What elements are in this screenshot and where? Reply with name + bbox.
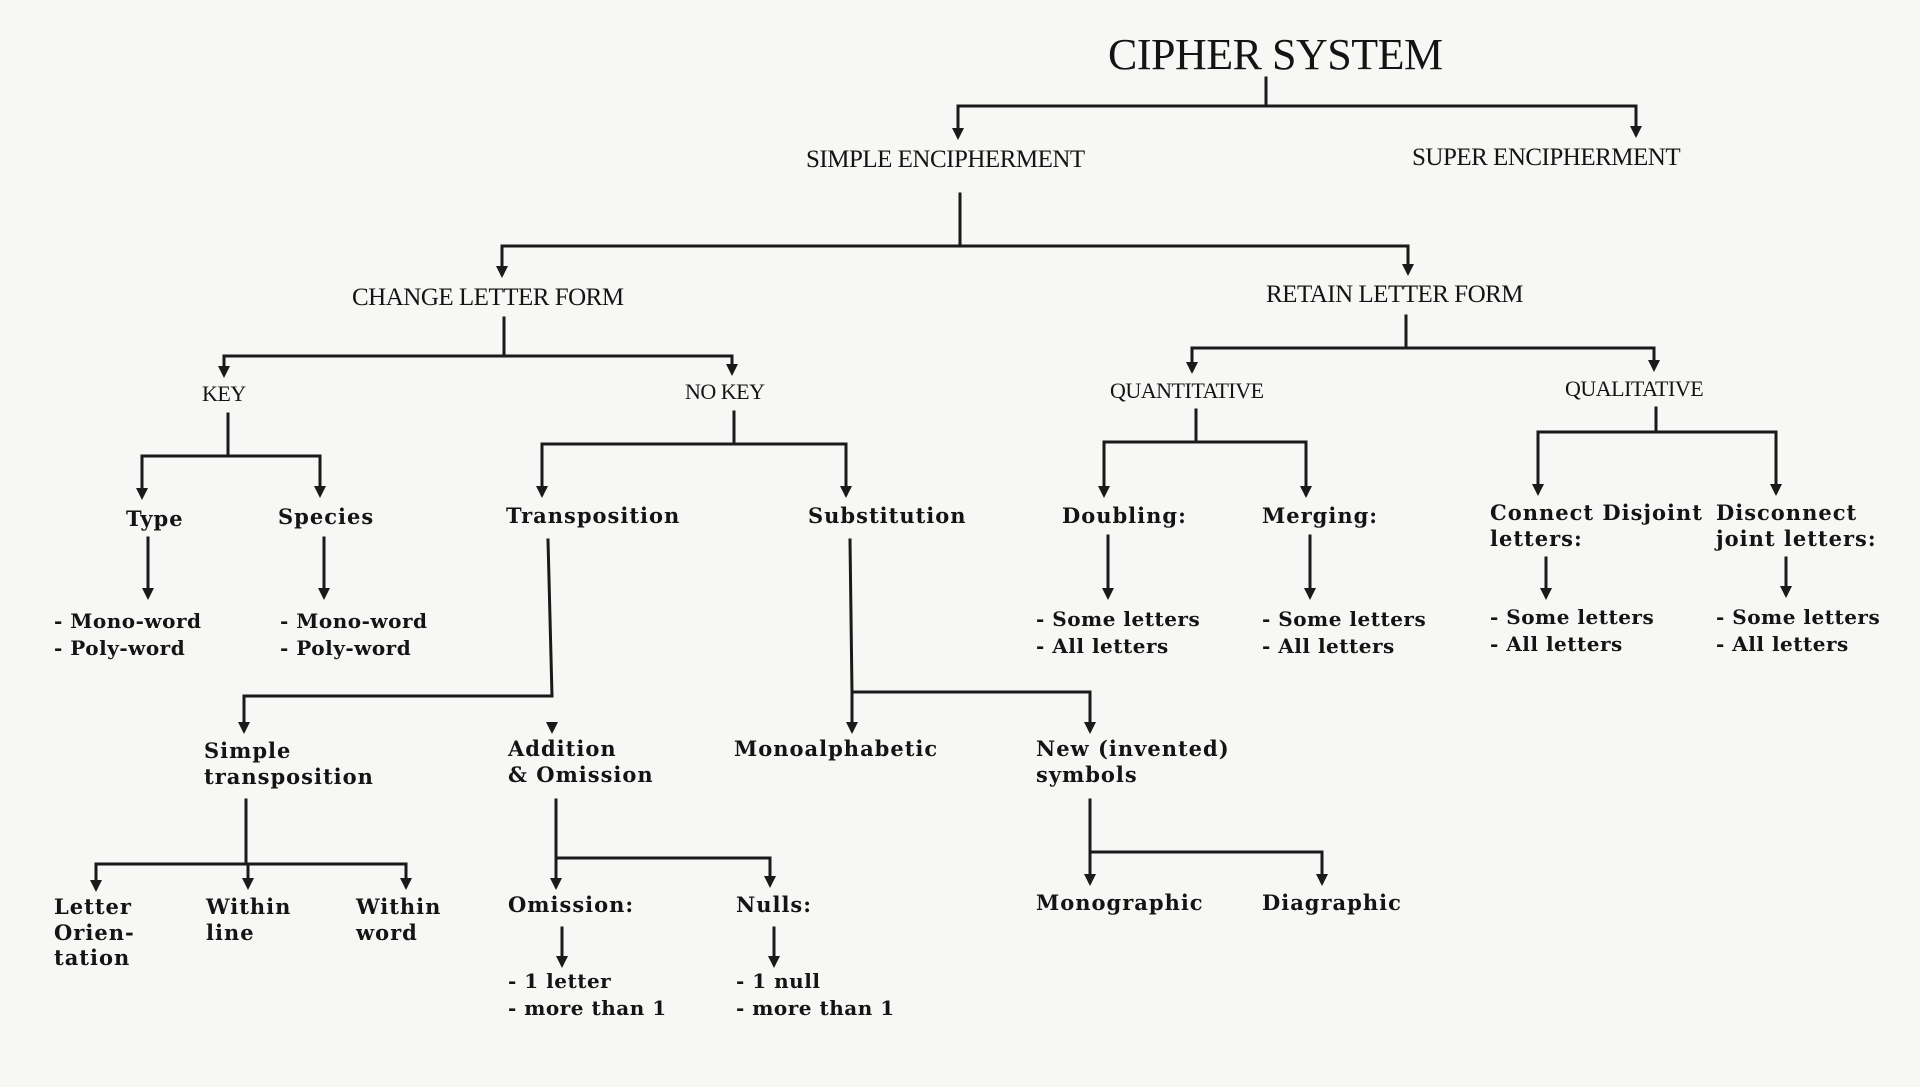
single-arrow bbox=[142, 588, 154, 600]
node-transposition: Transposition bbox=[506, 503, 681, 528]
branch-arrow bbox=[238, 722, 250, 734]
branch-arrow bbox=[840, 486, 852, 498]
branch-arrow bbox=[1098, 486, 1110, 498]
list-connect-items: - Some letters - All letters bbox=[1490, 605, 1655, 656]
node-new-invented-symbols: New (invented) symbols bbox=[1036, 736, 1230, 787]
single-arrow bbox=[1304, 588, 1316, 600]
list-nulls-items: - 1 null - more than 1 bbox=[736, 969, 895, 1020]
node-merging: Merging: bbox=[1262, 503, 1379, 528]
node-cipher-system: CIPHER SYSTEM bbox=[1108, 30, 1443, 79]
node-within-word: Within word bbox=[356, 894, 442, 945]
branch-arrow bbox=[550, 878, 562, 890]
branch-arrow bbox=[314, 486, 326, 498]
node-change-letter-form: CHANGE LETTER FORM bbox=[352, 284, 624, 311]
list-species-items: - Mono-word - Poly-word bbox=[280, 609, 428, 660]
node-simple-encipherment: SIMPLE ENCIPHERMENT bbox=[806, 146, 1085, 173]
list-omission-items: - 1 letter - more than 1 bbox=[508, 969, 667, 1020]
list-merging-items: - Some letters - All letters bbox=[1262, 607, 1427, 658]
node-no-key: NO KEY bbox=[685, 379, 765, 404]
transposition-stem bbox=[546, 538, 554, 698]
node-key: KEY bbox=[202, 381, 246, 406]
branch-arrow bbox=[1648, 360, 1660, 372]
single-arrow bbox=[1780, 586, 1792, 598]
single-arrow bbox=[556, 956, 568, 968]
branch-arrow bbox=[242, 878, 254, 890]
node-monoalphabetic: Monoalphabetic bbox=[734, 736, 939, 761]
node-letter-orientation: Letter Orien- tation bbox=[54, 894, 135, 971]
branch-arrow bbox=[952, 128, 964, 140]
branch-arrow bbox=[496, 266, 508, 278]
single-arrow bbox=[318, 588, 330, 600]
branch-arrow bbox=[764, 876, 776, 888]
list-disconnect-items: - Some letters - All letters bbox=[1716, 605, 1881, 656]
branch-arrow bbox=[136, 488, 148, 500]
node-within-line: Within line bbox=[206, 894, 292, 945]
branch-arrow bbox=[218, 366, 230, 378]
single-arrow bbox=[1102, 588, 1114, 600]
node-species: Species bbox=[278, 504, 375, 529]
node-nulls: Nulls: bbox=[736, 892, 812, 917]
node-type: Type bbox=[126, 506, 184, 531]
branch-arrow bbox=[1300, 486, 1312, 498]
single-arrow bbox=[768, 956, 780, 968]
node-retain-letter-form: RETAIN LETTER FORM bbox=[1266, 281, 1524, 308]
node-connect-disjoint-letters: Connect Disjoint letters: bbox=[1490, 500, 1703, 551]
branch-arrow bbox=[400, 878, 412, 890]
node-addition-omission: Addition & Omission bbox=[508, 736, 654, 787]
branch-arrow bbox=[546, 722, 558, 734]
branch-arrow bbox=[90, 880, 102, 892]
node-super-encipherment: SUPER ENCIPHERMENT bbox=[1412, 144, 1681, 171]
branch-arrow bbox=[1084, 722, 1096, 734]
branch-arrow bbox=[1532, 484, 1544, 496]
substitution-stem bbox=[848, 538, 854, 694]
branch-arrow bbox=[1084, 874, 1096, 886]
branch-arrow bbox=[1402, 264, 1414, 276]
node-omission: Omission: bbox=[508, 892, 635, 917]
list-doubling-items: - Some letters - All letters bbox=[1036, 607, 1201, 658]
branch-arrow bbox=[1630, 126, 1642, 138]
single-arrow bbox=[1540, 588, 1552, 600]
branch-arrow bbox=[1770, 484, 1782, 496]
branch-arrow bbox=[1316, 874, 1328, 886]
node-qualitative: QUALITATIVE bbox=[1565, 376, 1704, 401]
node-simple-transposition: Simple transposition bbox=[204, 738, 374, 789]
branch-arrow bbox=[726, 364, 738, 376]
node-disconnect-joint-letters: Disconnect joint letters: bbox=[1716, 500, 1877, 551]
node-monographic: Monographic bbox=[1036, 890, 1204, 915]
branch-arrow bbox=[536, 486, 548, 498]
node-substitution: Substitution bbox=[808, 503, 967, 528]
node-quantitative: QUANTITATIVE bbox=[1110, 378, 1264, 403]
branch-arrow bbox=[1186, 362, 1198, 374]
node-doubling: Doubling: bbox=[1062, 503, 1187, 528]
list-type-items: - Mono-word - Poly-word bbox=[54, 609, 202, 660]
node-diagraphic: Diagraphic bbox=[1262, 890, 1402, 915]
